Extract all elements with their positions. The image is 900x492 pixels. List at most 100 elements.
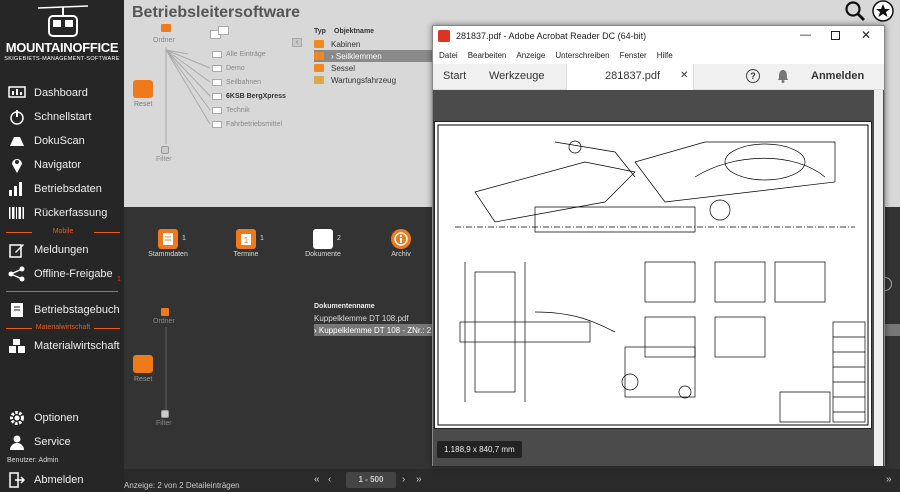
help-icon[interactable]: ?: [746, 69, 760, 83]
menu-datei[interactable]: Datei: [439, 50, 458, 60]
col-dokumentenname: Dokumentenname: [314, 302, 375, 310]
sidebar-item-abmelden[interactable]: Abmelden: [0, 469, 124, 491]
folder-item[interactable]: Alle Einträge: [226, 51, 266, 58]
barcode-icon: [7, 204, 27, 222]
list-item[interactable]: Kuppelklemme DT 108.pdf: [314, 313, 409, 323]
page-title: Betriebsleitersoftware: [132, 4, 301, 21]
search-icon[interactable]: [844, 0, 866, 22]
tab-archiv[interactable]: Archiv: [371, 229, 431, 258]
tab-werkzeuge[interactable]: Werkzeuge: [489, 70, 545, 82]
folder-icon: [314, 40, 324, 48]
menu-unterschreiben[interactable]: Unterschreiben: [555, 50, 610, 60]
sidebar-item-navigator[interactable]: Navigator: [0, 154, 124, 176]
sidebar-item-label: Betriebstagebuch: [34, 304, 120, 316]
sidebar-item-label: Schnellstart: [34, 111, 92, 123]
logout-icon: [7, 471, 27, 489]
svg-text:1: 1: [244, 236, 249, 245]
scrollbar[interactable]: [874, 90, 883, 466]
menu-fenster[interactable]: Fenster: [619, 50, 647, 60]
pager-range[interactable]: 1 - 500: [346, 472, 396, 488]
tab-termine[interactable]: 1 Termine 1: [216, 229, 276, 258]
tree-order-label: Ordner: [153, 318, 175, 325]
sidebar-item-service[interactable]: Service: [0, 431, 124, 453]
folder-item[interactable]: Technik: [226, 107, 250, 114]
sidebar-item-label: Offline-Freigabe: [34, 268, 113, 280]
tree-order-label: Ordner: [153, 37, 175, 44]
list-item[interactable]: Kabinen: [314, 38, 814, 50]
folder-item[interactable]: 6KSB BergXpress: [226, 93, 286, 100]
folder-icon: [212, 93, 222, 100]
reset-button[interactable]: [133, 80, 153, 98]
list-item[interactable]: Sessel: [314, 62, 814, 74]
section-materialwirtschaft: Materialwirtschaft: [6, 324, 120, 331]
calendar-icon: 1: [236, 229, 256, 249]
tab-stammdaten[interactable]: Stammdaten 1: [138, 229, 198, 258]
sidebar-item-schnellstart[interactable]: Schnellstart: [0, 106, 124, 128]
folder-icon: [314, 64, 324, 72]
sidebar-item-dashboard[interactable]: Dashboard: [0, 82, 124, 104]
close-icon[interactable]: ✕: [861, 28, 872, 42]
menu-bearbeiten[interactable]: Bearbeiten: [467, 50, 507, 60]
page-dimensions: 1.188,9 x 840,7 mm: [437, 441, 522, 458]
window-title: 281837.pdf - Adobe Acrobat Reader DC (64…: [456, 31, 647, 41]
tree-connector-lines: [165, 47, 211, 144]
sidebar-item-offline-freigabe[interactable]: Offline-Freigabe: [0, 263, 124, 285]
menu-hilfe[interactable]: Hilfe: [656, 50, 673, 60]
sidebar-item-dokuscan[interactable]: DokuScan: [0, 130, 124, 152]
sidebar-item-label: Rückerfassung: [34, 207, 108, 219]
list-item[interactable]: Wartungsfahrzeug: [314, 74, 814, 86]
prev-page-icon[interactable]: ‹: [328, 474, 332, 485]
scanner-icon: [7, 132, 27, 150]
col-typ: Typ: [314, 28, 326, 35]
tab-count: 2: [337, 235, 341, 242]
boxes-icon: [7, 337, 27, 355]
share-icon: [7, 265, 27, 283]
folder-item[interactable]: Seilbahnen: [226, 79, 262, 86]
sidebar-item-meldungen[interactable]: Meldungen: [0, 239, 124, 261]
first-page-icon[interactable]: «: [314, 474, 320, 485]
folder-icon: [161, 24, 171, 32]
collapse-arrow-icon[interactable]: ‹: [292, 38, 302, 47]
tab-start[interactable]: Start: [443, 70, 467, 82]
sidebar-item-materialwirtschaft[interactable]: Materialwirtschaft: [0, 335, 124, 357]
tab-close-icon[interactable]: ✕: [680, 70, 689, 81]
sidebar-item-label: Abmelden: [34, 474, 84, 486]
tab-dokumente[interactable]: Dokumente 2: [293, 229, 353, 258]
status-bar: Anzeige: 2 von 2 Detaileinträgen « ‹ 1 -…: [124, 469, 900, 492]
reset-label: Reset: [134, 101, 153, 108]
folder-item[interactable]: Fahrbetriebsmittel: [226, 121, 283, 128]
gondola-logo-icon: [38, 5, 88, 37]
filter-label: Filter: [156, 420, 172, 427]
vehicle-icon: [314, 76, 324, 84]
tab-document[interactable]: 281837.pdf ✕: [566, 64, 694, 90]
brand-subtitle: SKIGEBIETS-MANAGEMENT-SOFTWARE: [4, 56, 120, 62]
technical-drawing: [437, 124, 869, 426]
acrobat-tabbar: Start Werkzeuge 281837.pdf ✕ ? Anmelden: [433, 64, 884, 90]
next-page-icon[interactable]: ›: [402, 474, 406, 485]
filter-box[interactable]: [161, 410, 169, 418]
sign-in-button[interactable]: Anmelden: [811, 70, 865, 82]
minimize-icon[interactable]: —: [800, 29, 811, 41]
folder-item[interactable]: Demo: [226, 65, 245, 72]
reset-button[interactable]: [133, 355, 153, 373]
book-icon: [7, 301, 27, 319]
folder-icon: [212, 65, 222, 72]
pdf-app-icon: [438, 30, 450, 42]
filter-box[interactable]: [161, 146, 169, 154]
sidebar-item-betriebstagebuch[interactable]: Betriebstagebuch: [0, 299, 124, 321]
maximize-icon[interactable]: [831, 31, 840, 40]
sidebar-item-label: DokuScan: [34, 135, 85, 147]
sidebar-item-label: Materialwirtschaft: [34, 340, 120, 352]
sidebar: MOUNTAINOFFICE SKIGEBIETS-MANAGEMENT-SOF…: [0, 0, 124, 492]
sidebar-item-betriebsdaten[interactable]: Betriebsdaten: [0, 178, 124, 200]
bell-icon[interactable]: [777, 69, 789, 86]
last-page-icon[interactable]: »: [416, 474, 422, 485]
sidebar-item-label: Meldungen: [34, 244, 89, 256]
menu-anzeige[interactable]: Anzeige: [516, 50, 546, 60]
sidebar-item-rueckerfassung[interactable]: Rückerfassung: [0, 202, 124, 224]
favorite-star-icon[interactable]: [872, 0, 894, 22]
sidebar-item-optionen[interactable]: Optionen: [0, 407, 124, 429]
folders-icon: [210, 26, 232, 40]
logo: MOUNTAINOFFICE SKIGEBIETS-MANAGEMENT-SOF…: [0, 0, 124, 78]
last-page-icon[interactable]: »: [886, 474, 892, 485]
